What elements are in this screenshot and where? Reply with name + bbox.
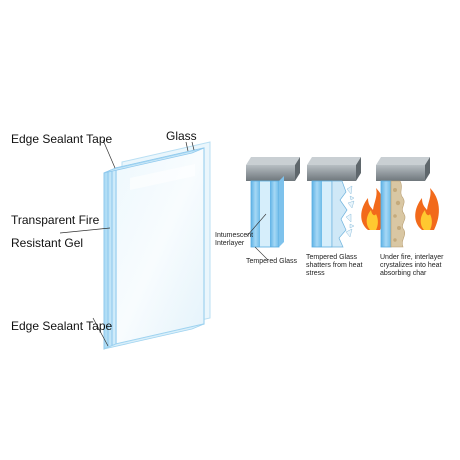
leader-gel [59, 227, 111, 234]
stage2-caption-line3: stress [306, 270, 325, 277]
label-edge-sealant-bottom: Edge Sealant Tape [11, 319, 113, 333]
right-leader-lines [246, 213, 269, 261]
flame-icon-stage-3 [415, 188, 439, 230]
label-intumescent-line1: Intumescent [215, 232, 254, 239]
leader-intumescent [246, 213, 267, 237]
leader-edge-top [102, 139, 116, 169]
char-texture [393, 188, 401, 242]
left-leader-lines [59, 139, 195, 347]
label-intumescent-line2: Interlayer [215, 240, 245, 247]
label-gel-line2: Resistant Gel [11, 236, 84, 250]
stage3-caption-line2: crystalizes into heat [380, 262, 442, 269]
glass-shards [345, 185, 355, 238]
stage3-caption-line1: Under fire, interlayer [380, 254, 444, 261]
stage2-caption-line1: Tempered Glass [306, 254, 357, 261]
stage-1-intact [246, 157, 300, 248]
leader-glass-a [185, 141, 189, 152]
stage3-caption-line3: absorbing char [380, 270, 427, 277]
label-glass: Glass [166, 129, 197, 143]
stage-3-char [376, 157, 439, 248]
stage2-caption-line2: shatters from heat [306, 262, 363, 269]
label-tempered-glass: Tempered Glass [246, 258, 297, 265]
glass-pane [103, 141, 211, 350]
stage-2-shatter [307, 157, 385, 248]
leader-glass-b [191, 141, 195, 151]
label-edge-sealant-top: Edge Sealant Tape [11, 132, 113, 146]
leader-tempered [254, 246, 269, 261]
flame-icon-stage-2 [361, 188, 385, 230]
leader-edge-bottom [92, 317, 109, 347]
label-gel-line1: Transparent Fire [11, 213, 100, 227]
